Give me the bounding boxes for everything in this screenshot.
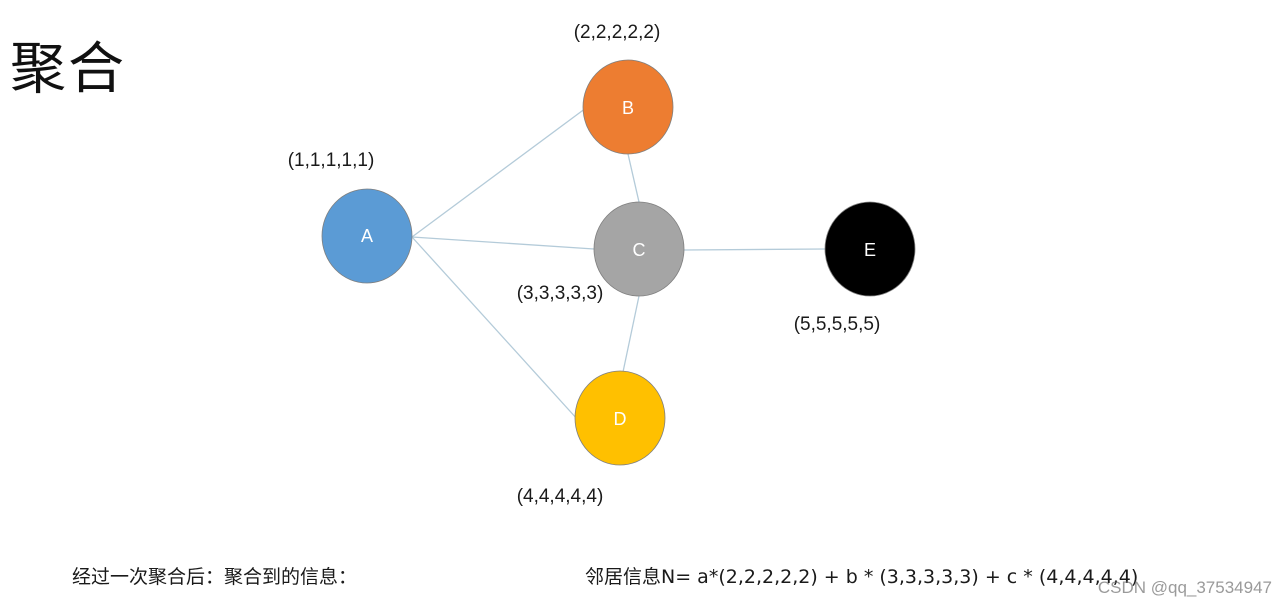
edge-c-e	[683, 248, 826, 251]
node-d-vector: (4,4,4,4,4)	[517, 486, 604, 507]
node-a-circle	[321, 188, 413, 284]
node-e-circle	[824, 201, 916, 297]
aggregation-caption: 经过一次聚合后：聚合到的信息：	[72, 566, 358, 588]
node-e-vector: (5,5,5,5,5)	[794, 314, 881, 335]
edge-a-c	[411, 236, 595, 250]
node-d: D (4,4,4,4,4)	[517, 370, 666, 507]
watermark: CSDN @qq_37534947	[1097, 578, 1272, 597]
edge-a-d	[411, 236, 579, 421]
node-b-circle	[582, 59, 674, 155]
edges	[411, 107, 826, 421]
page-title: 聚合	[10, 37, 126, 102]
edge-c-d	[622, 295, 640, 373]
node-e: E (5,5,5,5,5)	[794, 201, 916, 335]
node-a-label: A	[361, 226, 373, 246]
node-b-label: B	[622, 98, 634, 118]
node-b-vector: (2,2,2,2,2)	[574, 22, 661, 43]
node-d-label: D	[614, 409, 627, 429]
edge-b-c	[627, 153, 640, 203]
node-b: B (2,2,2,2,2)	[574, 22, 674, 155]
node-d-circle	[574, 370, 666, 466]
edge-a-b	[411, 107, 587, 238]
node-c-vector: (3,3,3,3,3)	[517, 283, 604, 304]
neighbor-formula: 邻居信息N= a*(2,2,2,2,2) + b * (3,3,3,3,3) +…	[585, 566, 1139, 588]
node-c: C (3,3,3,3,3)	[517, 201, 685, 304]
node-a-vector: (1,1,1,1,1)	[288, 150, 375, 171]
node-a: A (1,1,1,1,1)	[288, 150, 413, 284]
node-c-circle	[593, 201, 685, 297]
node-e-label: E	[864, 240, 876, 260]
node-c-label: C	[633, 240, 646, 260]
